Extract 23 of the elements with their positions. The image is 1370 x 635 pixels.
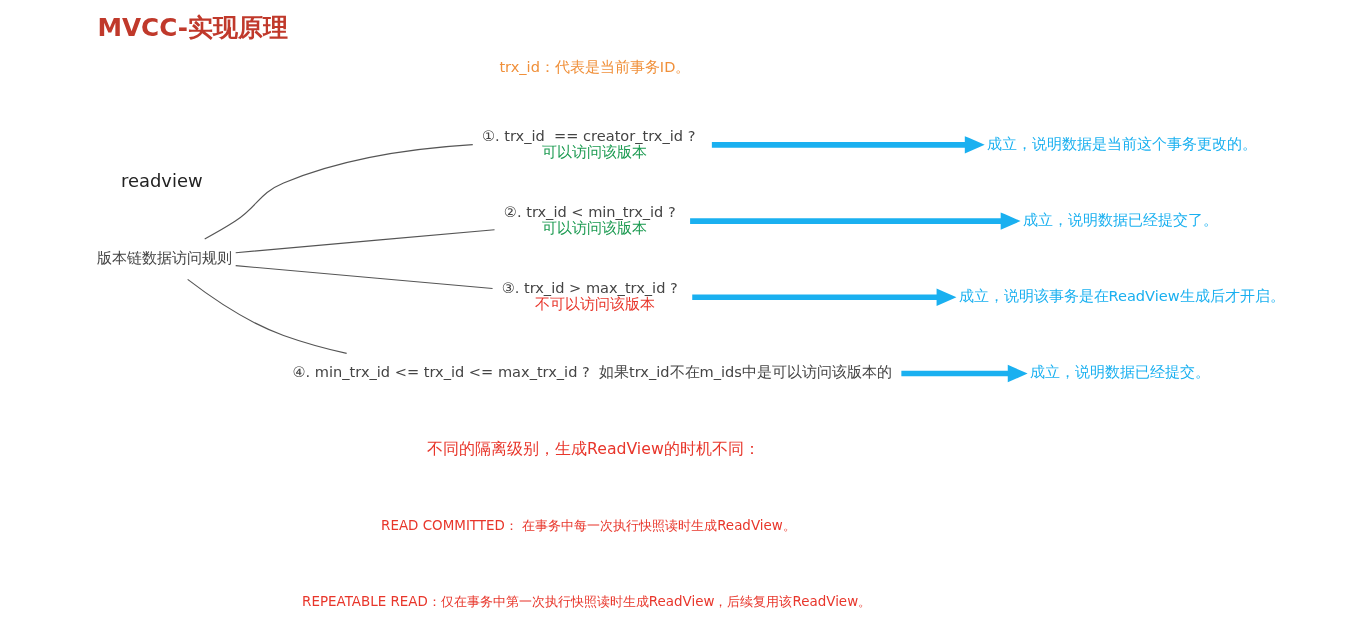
node-text: ③. trx_id > max_trx_id ? 不可以访问该版本 bbox=[501, 279, 678, 312]
connector bbox=[186, 278, 347, 354]
arrow bbox=[689, 212, 1021, 230]
node-text: 成立，说明数据是当前这个事务更改的。 bbox=[986, 134, 1257, 152]
arrow bbox=[691, 288, 956, 307]
node-text: 成立，说明数据已经提交了。 bbox=[1022, 210, 1218, 228]
connector bbox=[234, 265, 493, 290]
node-text: ①. trx_id == creator_trx_id ? 可以访问该版本 bbox=[481, 126, 695, 160]
node-text: 成立，说明该事务是在ReadView生成后才开启。 bbox=[958, 287, 1285, 305]
node-text: ④. min_trx_id <= trx_id <= max_trx_id ? 如果trx_id不在m_ids中是可以访问该版本的 bbox=[292, 363, 892, 381]
label: READ COMMITTED： 在事务中每一次执行快照读时生成ReadView。 bbox=[380, 517, 796, 533]
connector bbox=[203, 144, 473, 240]
diagram-title: MVCC-实现原理 bbox=[96, 12, 288, 42]
arrow bbox=[900, 364, 1028, 383]
node-text: 版本链数据访问规则 bbox=[96, 249, 232, 267]
node-text: ②. trx_id < min_trx_id ? 可以访问该版本 bbox=[503, 203, 676, 236]
label: REPEATABLE READ：仅在事务中第一次执行快照读时生成ReadView，后续复用该ReadView。 bbox=[301, 593, 871, 609]
connector bbox=[234, 229, 495, 254]
node-text: 成立，说明数据已经提交。 bbox=[1029, 363, 1210, 381]
label: trx_id：代表是当前事务ID。 bbox=[498, 58, 690, 76]
arrow bbox=[711, 136, 985, 154]
label: readview bbox=[120, 170, 203, 192]
label: 不同的隔离级别，生成ReadView的时机不同： bbox=[426, 438, 760, 458]
